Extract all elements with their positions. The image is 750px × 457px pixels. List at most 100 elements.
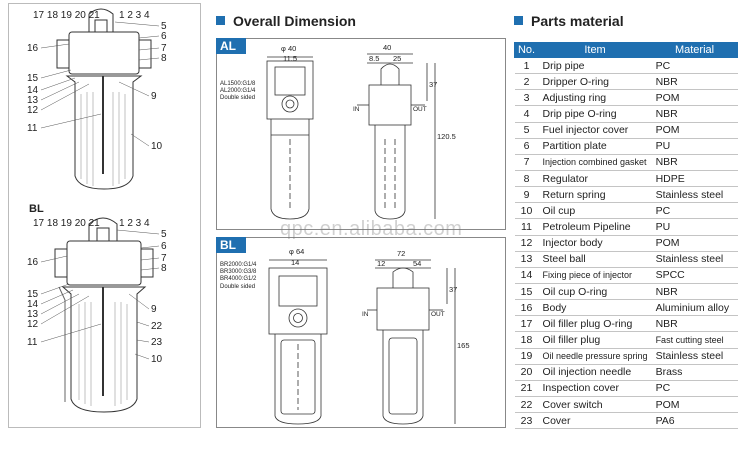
al-phi-label: φ 40 <box>281 44 296 53</box>
bl-inspection-cover <box>96 227 110 242</box>
part-material: PU <box>651 138 738 155</box>
part-number: 5 <box>514 122 539 139</box>
part-number: 21 <box>514 380 539 397</box>
part-item: Oil needle pressure spring <box>538 348 652 365</box>
al-callout-15: 15 <box>27 73 39 84</box>
bl-callout-10: 10 <box>151 354 163 365</box>
part-number: 15 <box>514 283 539 301</box>
col-header-material: Material <box>651 42 738 58</box>
bl-callout-top: 17 18 19 20 21 <box>33 218 100 229</box>
al-cup-hatch <box>80 92 126 186</box>
al-callout-6: 6 <box>161 31 167 42</box>
bl-callout-top-right: 1 2 3 4 <box>119 218 150 229</box>
al-port-left <box>56 39 70 69</box>
al-side-dome <box>380 63 400 85</box>
bl-phi-label: φ 64 <box>289 247 304 256</box>
bl-callout-16: 16 <box>27 257 39 268</box>
exploded-view-drawing: 17 18 19 20 21 1 2 3 4 5 6 7 8 9 10 16 1… <box>27 8 167 413</box>
al-dimension-panel: AL φ 40 11.5 AL15 <box>216 38 506 230</box>
part-material: POM <box>651 396 738 414</box>
part-item: Partition plate <box>538 138 652 155</box>
part-item: Body <box>538 299 652 317</box>
bl-side-cup <box>382 330 424 425</box>
part-number: 11 <box>514 218 539 236</box>
al-callout-5: 5 <box>161 21 167 32</box>
bl-ports-4: Double sided <box>220 284 255 290</box>
bl-ports-1: BR2000:G1/4 <box>220 262 257 268</box>
part-item: Regulator <box>538 170 652 188</box>
al-ports-2: AL2000:G1/4 <box>220 88 256 94</box>
part-number: 8 <box>514 170 539 188</box>
bl-callout-22: 22 <box>151 321 163 332</box>
bl-callout-14: 14 <box>27 299 39 310</box>
part-material: Stainless steel <box>651 186 738 204</box>
part-item: Return spring <box>538 186 652 204</box>
part-item: Oil cup <box>538 202 652 220</box>
bl-ports-2: BR3000:G3/8 <box>220 269 257 275</box>
bl-side-window <box>388 337 418 415</box>
al-port-right <box>138 39 152 69</box>
col-header-no: No. <box>514 42 539 58</box>
bl-oil-cup <box>61 286 147 413</box>
table-header-row: No. Item Material <box>514 42 738 58</box>
exploded-view-panel: 17 18 19 20 21 1 2 3 4 5 6 7 8 9 10 16 1… <box>8 3 201 428</box>
part-item: Oil cup O-ring <box>538 283 652 301</box>
part-item: Fuel injector cover <box>538 122 652 139</box>
part-item: Injection combined gasket <box>538 154 652 171</box>
bl-callout-11: 11 <box>27 337 38 348</box>
part-item: Oil injection needle <box>538 364 652 381</box>
al-callout-8: 8 <box>161 53 167 64</box>
part-number: 20 <box>514 364 539 381</box>
part-material: PU <box>651 218 738 236</box>
al-callout-11: 11 <box>27 123 38 134</box>
bl-front-cup <box>274 334 322 425</box>
bl-front-window-lower <box>280 339 316 415</box>
parts-material-heading: Parts material <box>514 13 624 29</box>
bl-leader-lines <box>40 229 160 360</box>
al-h2-label: 120.5 <box>437 132 456 141</box>
part-item: Adjusting ring <box>538 89 652 107</box>
part-material: HDPE <box>651 170 738 188</box>
al-callout-14: 14 <box>27 85 39 96</box>
al-ports-3: Double sided <box>220 95 255 101</box>
part-material: POM <box>651 122 738 139</box>
part-number: 2 <box>514 73 539 91</box>
bl-front-window <box>278 275 318 307</box>
part-number: 6 <box>514 138 539 155</box>
al-w2-label: 25 <box>393 54 401 63</box>
part-item: Cover <box>538 412 652 430</box>
al-callout-10: 10 <box>151 141 163 152</box>
bl-w1-label: 12 <box>377 259 385 268</box>
bl-callout-7: 7 <box>161 253 167 264</box>
bl-callout-15: 15 <box>27 289 39 300</box>
part-item: Fixing piece of injector <box>538 267 652 284</box>
al-side-cup <box>374 125 406 220</box>
bl-cover-guard <box>58 286 66 402</box>
al-front-cup <box>270 119 310 220</box>
part-material: NBR <box>651 73 738 91</box>
al-callout-12: 12 <box>27 105 39 116</box>
bl-h2-label: 165 <box>457 341 470 350</box>
bl-drawing-label: BL <box>29 203 44 215</box>
part-material: Fast cutting steel <box>651 331 738 349</box>
al-front-head <box>266 60 314 120</box>
al-callout-top: 17 18 19 20 21 <box>33 10 100 21</box>
part-item: Oil filler plug O-ring <box>538 315 652 333</box>
bl-callout-12: 12 <box>27 319 39 330</box>
al-tab: AL <box>216 38 246 54</box>
part-number: 22 <box>514 396 539 414</box>
part-material: PC <box>651 202 738 220</box>
bl-side-body <box>376 287 430 331</box>
